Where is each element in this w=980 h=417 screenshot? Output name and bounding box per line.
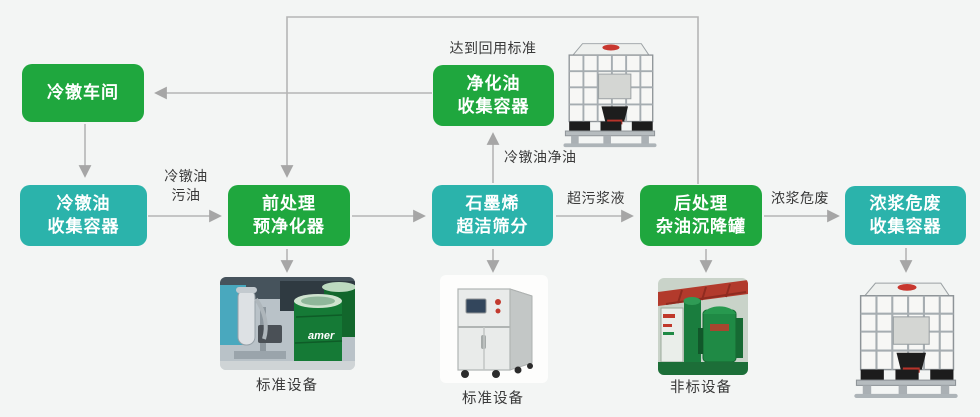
node-graphene-ultra-clean-screening: 石墨烯 超洁筛分	[432, 185, 553, 246]
caption-standard-equipment-1: 标准设备	[256, 378, 318, 394]
node-purified-oil-collector: 净化油 收集容器	[433, 65, 554, 126]
photo-standard-equipment-cabinet	[440, 275, 548, 383]
caption-standard-equipment-2: 标准设备	[462, 391, 524, 407]
edge-label-dirty-oil: 冷镦油 污油	[164, 168, 208, 203]
edge-label-clean-oil: 冷镦油净油	[504, 149, 577, 165]
ibc-container-image-bottom	[848, 276, 964, 402]
photo-non-standard-equipment-tanks	[658, 278, 748, 375]
node-pre-treatment-purifier: 前处理 预净化器	[228, 185, 350, 246]
edge-label-thick-slurry-waste: 浓浆危废	[771, 190, 829, 206]
caption-non-standard-equipment: 非标设备	[670, 380, 732, 396]
node-cold-heading-oil-collector: 冷镦油 收集容器	[20, 185, 147, 246]
edge-label-super-dirty-slurry: 超污浆液	[567, 190, 625, 206]
edge-label-reuse-standard: 达到回用标准	[449, 40, 537, 56]
node-thick-slurry-waste-collector: 浓浆危废 收集容器	[845, 186, 966, 245]
node-post-treatment-settling-tank: 后处理 杂油沉降罐	[640, 185, 762, 246]
photo-standard-equipment-pre-purifier: amer	[220, 277, 355, 370]
ibc-container-image-top	[556, 38, 664, 150]
node-cold-heading-workshop: 冷镦车间	[22, 64, 144, 122]
drum-brand-text: amer	[308, 330, 335, 342]
